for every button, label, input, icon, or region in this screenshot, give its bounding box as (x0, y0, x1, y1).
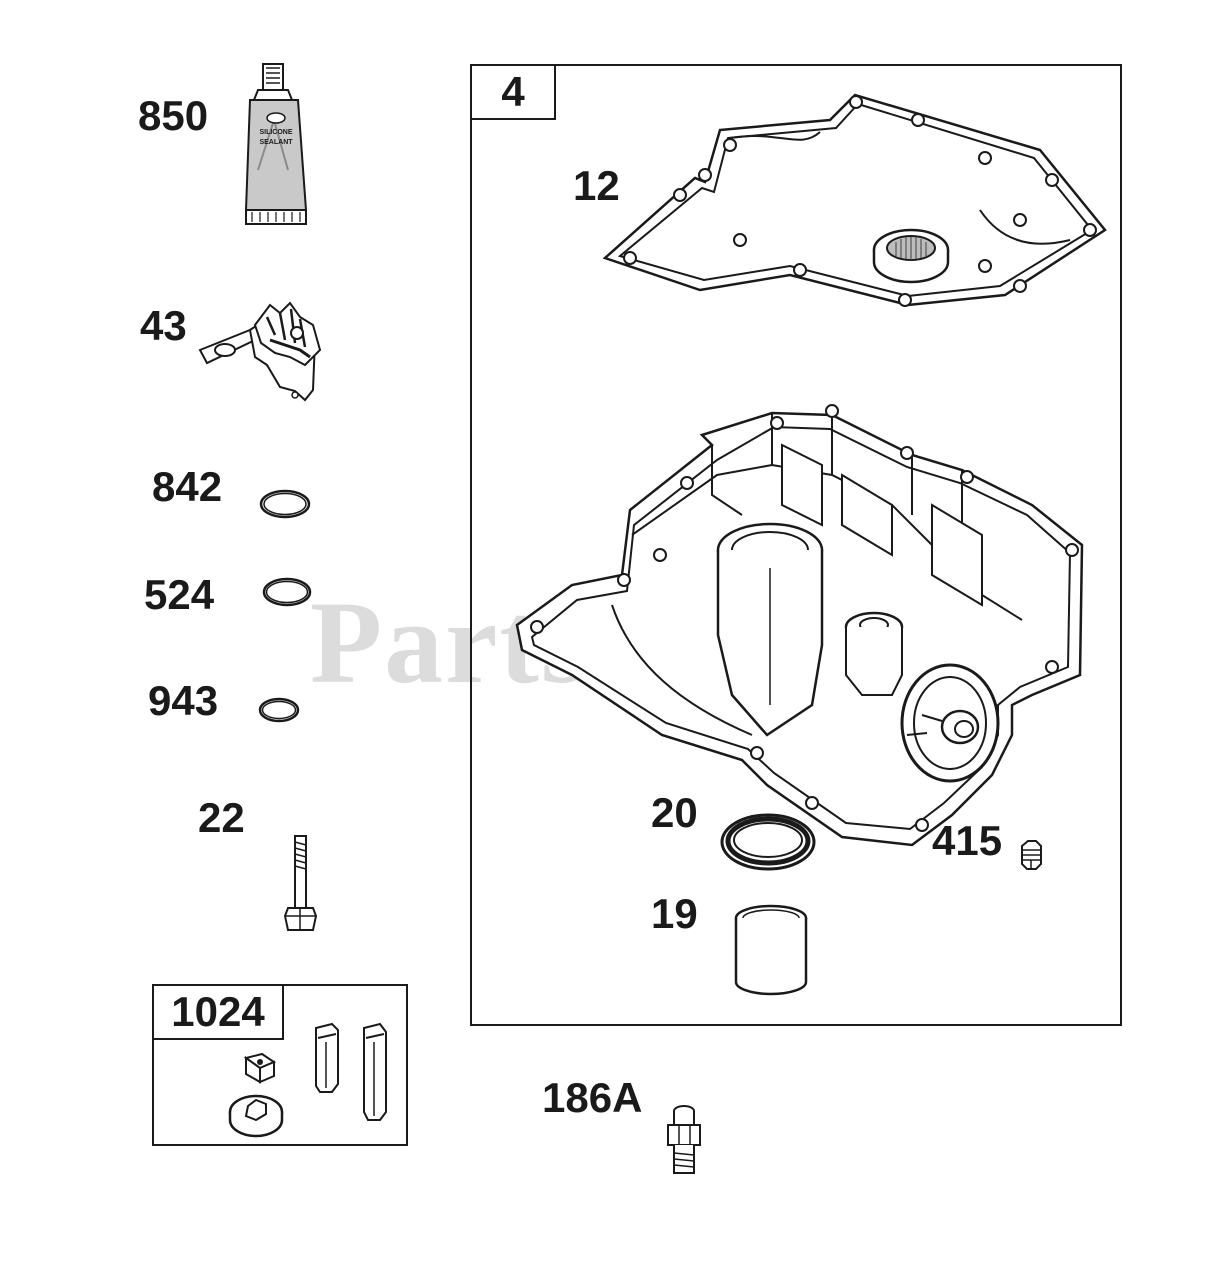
kit-1024-box: 1024 (152, 984, 408, 1146)
kit-1024-tag[interactable]: 1024 (154, 986, 284, 1040)
oil-pan-icon[interactable] (512, 404, 1092, 847)
o-ring-524-icon[interactable] (260, 576, 314, 608)
label-12[interactable]: 12 (573, 162, 620, 209)
tube-text-line2: SEALANT (259, 139, 293, 146)
gasket-icon[interactable] (600, 90, 1110, 320)
label-415[interactable]: 415 (932, 817, 1003, 864)
o-ring-943-icon[interactable] (256, 696, 302, 724)
oil-pan-kit-tag[interactable]: 4 (472, 66, 556, 120)
fitting-icon[interactable] (664, 1103, 704, 1179)
label-22[interactable]: 22 (198, 794, 245, 841)
pipe-plug-icon[interactable] (1016, 838, 1046, 872)
label-19[interactable]: 19 (651, 890, 698, 937)
tube-text-line1: SILICONE (259, 129, 292, 136)
label-43[interactable]: 43 (140, 302, 187, 349)
label-850[interactable]: 850 (138, 92, 209, 139)
label-842[interactable]: 842 (152, 463, 223, 510)
label-943[interactable]: 943 (148, 677, 219, 724)
label-20[interactable]: 20 (651, 789, 698, 836)
label-186a[interactable]: 186A (542, 1074, 643, 1121)
oil-seal-icon[interactable] (866, 224, 956, 290)
o-ring-842-icon[interactable] (258, 488, 312, 520)
bushing-icon[interactable] (730, 900, 812, 1000)
label-524[interactable]: 524 (144, 571, 215, 618)
kit-1024-parts-icon[interactable] (214, 1016, 404, 1146)
sealant-tube-icon[interactable]: SILICONE SEALANT (240, 60, 320, 230)
governor-bracket-icon[interactable] (195, 295, 335, 405)
seal-ring-icon[interactable] (718, 812, 818, 874)
oil-pan-kit-box: 4 (470, 64, 1122, 1026)
bolt-icon[interactable] (280, 832, 324, 937)
